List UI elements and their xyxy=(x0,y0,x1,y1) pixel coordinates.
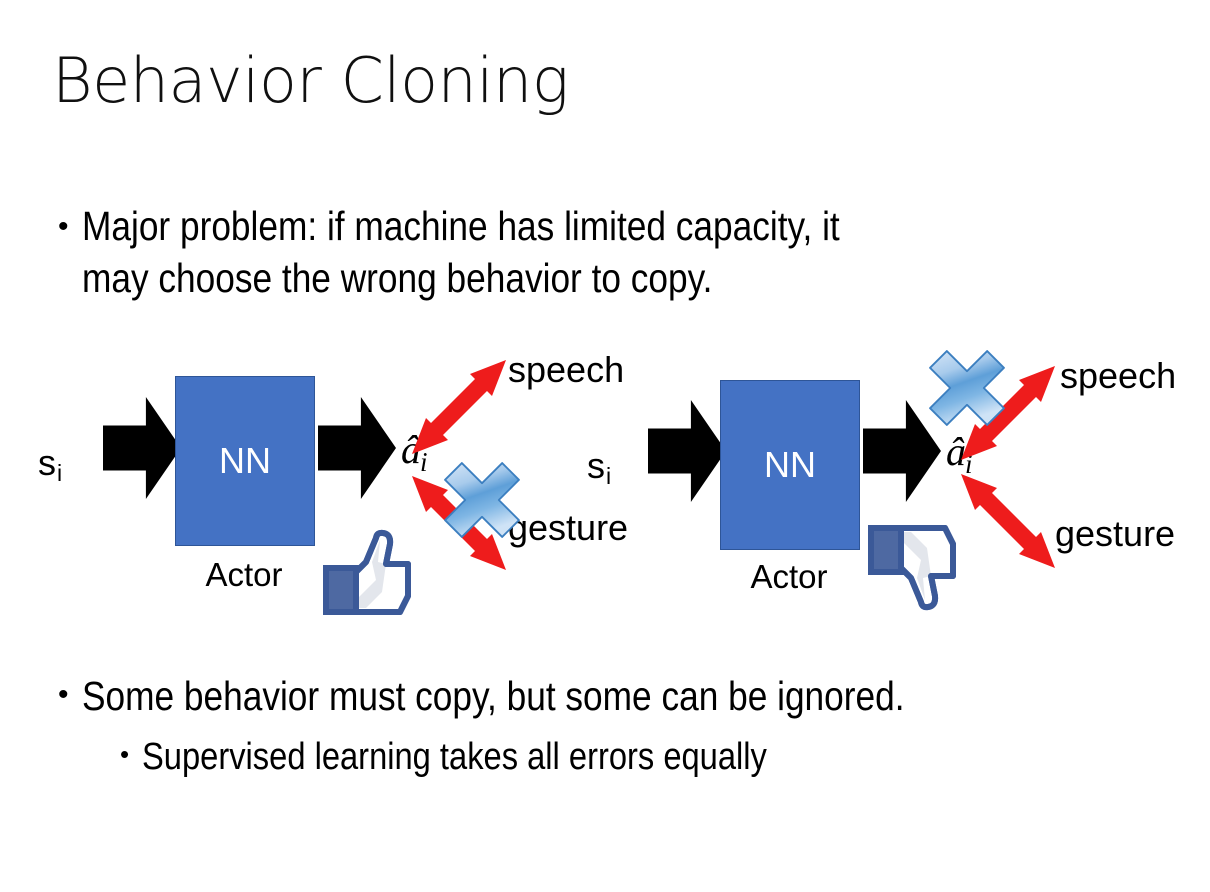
action-symbol: â xyxy=(401,427,421,472)
bullet-major-problem: • Major problem: if machine has limited … xyxy=(58,200,1168,304)
thumbs-down-icon xyxy=(865,522,965,612)
bullet-some-behavior: • Some behavior must copy, but some can … xyxy=(58,670,1178,722)
actor-caption-right: Actor xyxy=(750,558,828,595)
output-arrow-icon-left xyxy=(318,397,396,499)
diagram-wrong-copy: si NN Actor âi speech xyxy=(565,340,1185,640)
input-arrow-icon-right xyxy=(648,400,726,502)
state-label-right: si xyxy=(587,448,611,488)
bullet-marker-icon: • xyxy=(58,678,69,711)
thumbs-up-icon xyxy=(320,528,420,618)
nn-box-left: NN xyxy=(175,376,315,546)
speech-label-right: speech xyxy=(1060,355,1177,396)
actor-caption-left: Actor xyxy=(205,556,283,593)
action-label-right: âi xyxy=(946,432,973,478)
gesture-arrow-icon-right xyxy=(953,466,1063,576)
action-label-left: âi xyxy=(401,430,428,476)
bullet-marker-icon: • xyxy=(58,210,69,243)
speech-arrow-icon-left xyxy=(404,352,514,462)
bullet-some-behavior-text: Some behavior must copy, but some can be… xyxy=(81,673,905,719)
nn-box-label: NN xyxy=(219,440,271,481)
gesture-label-left: gesture xyxy=(508,507,629,548)
bullet-marker-icon: • xyxy=(120,739,130,769)
slide-title: Behavior Cloning xyxy=(52,44,569,117)
speech-label-left: speech xyxy=(508,349,625,390)
bullet-supervised-learning: • Supervised learning takes all errors e… xyxy=(120,733,1170,781)
nn-box-label: NN xyxy=(764,444,816,485)
action-subscript: i xyxy=(965,449,973,480)
input-arrow-icon-left xyxy=(103,397,181,499)
diagram-correct-copy: si NN Actor âi speech xyxy=(20,340,628,640)
action-symbol: â xyxy=(946,429,966,474)
state-label-left: si xyxy=(38,445,62,485)
state-symbol: s xyxy=(38,442,56,483)
gesture-label-right: gesture xyxy=(1055,513,1176,554)
nn-box-right: NN xyxy=(720,380,860,550)
state-symbol: s xyxy=(587,445,605,486)
state-subscript: i xyxy=(57,460,63,487)
action-subscript: i xyxy=(420,447,428,478)
blue-cross-icon-left xyxy=(440,458,524,542)
bullet-supervised-learning-text: Supervised learning takes all errors equ… xyxy=(142,736,767,778)
speech-arrow-icon-right xyxy=(953,358,1063,468)
state-subscript: i xyxy=(606,463,612,490)
blue-cross-icon-right xyxy=(925,346,1009,430)
bullet-major-problem-text: Major problem: if machine has limited ca… xyxy=(81,203,840,302)
